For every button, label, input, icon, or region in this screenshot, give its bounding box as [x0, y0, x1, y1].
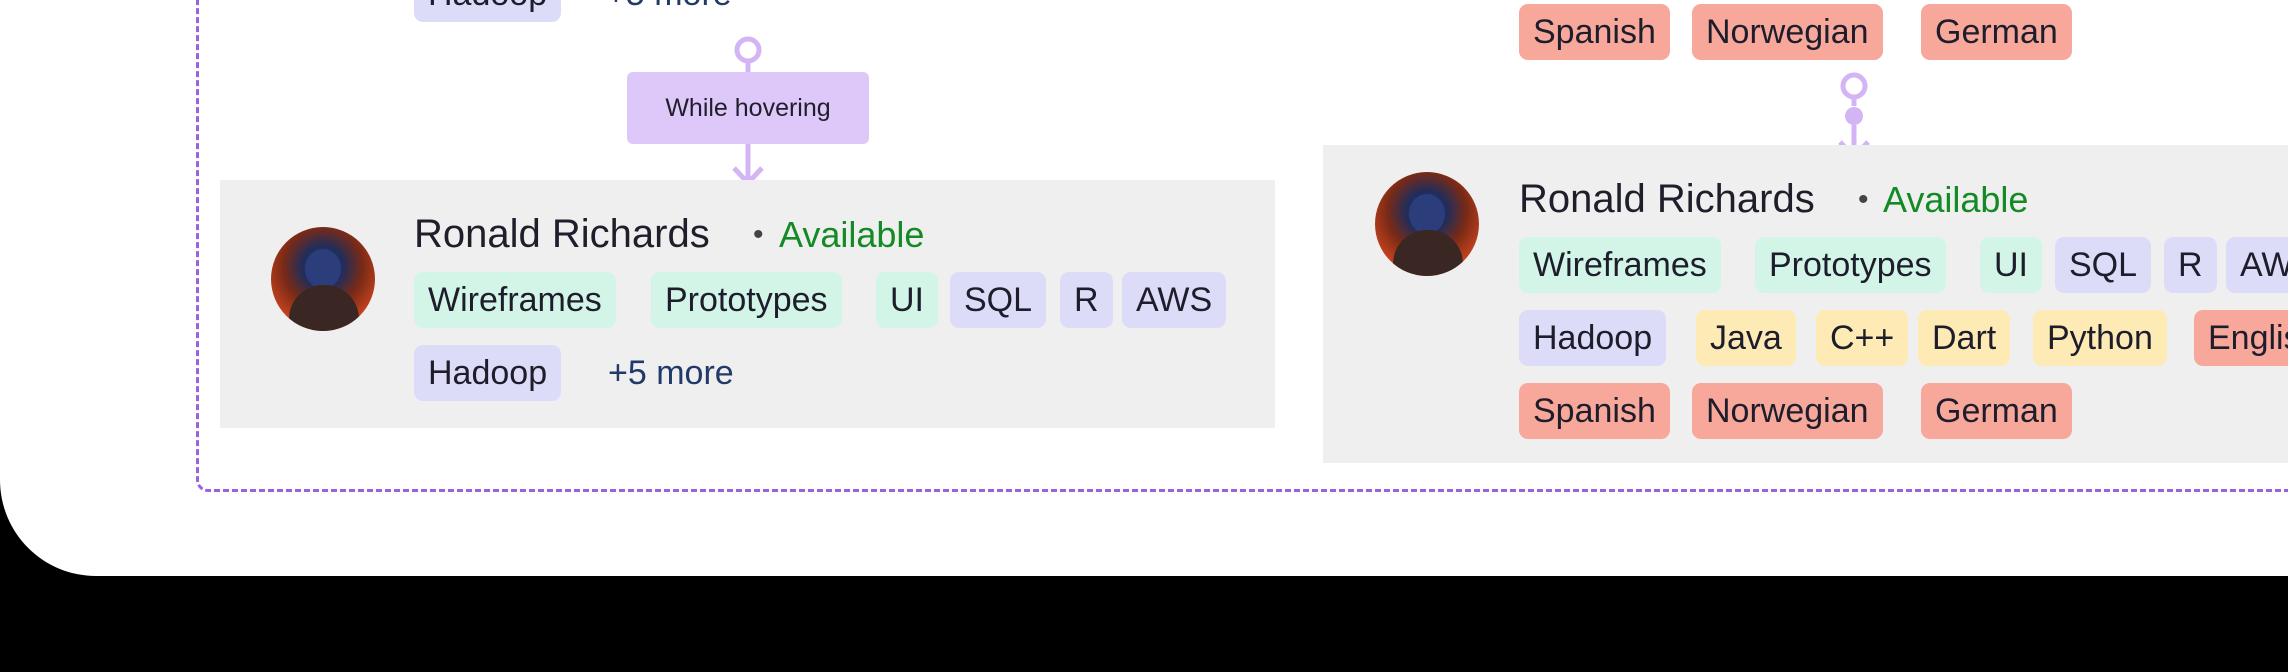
avatar-body [289, 285, 359, 331]
tag-english: English [2194, 310, 2288, 366]
avatar-head [1409, 194, 1445, 234]
tag-ui: UI [876, 272, 938, 328]
tag-hadoop: Hadoop [1519, 310, 1666, 366]
tag-python: Python [2033, 310, 2167, 366]
profile-name: Ronald Richards [1519, 177, 1815, 222]
tag-aws: AWS [2226, 237, 2288, 293]
tag-spanish: Spanish [1519, 383, 1670, 439]
tag-aws: AWS [1122, 272, 1226, 328]
more-tags-link[interactable]: +5 more [608, 345, 734, 401]
avatar [271, 227, 375, 331]
tag-java: Java [1696, 310, 1796, 366]
name-separator: • [753, 218, 764, 252]
avatar-body [1393, 230, 1463, 276]
design-canvas: Hadoop +5 more Spanish Norwegian German … [0, 0, 2288, 576]
tag-german: German [1921, 383, 2072, 439]
connector-start-dot [1843, 75, 1865, 97]
tag-r: R [1060, 272, 1113, 328]
while-hovering-label: While hovering [627, 72, 869, 144]
profile-name: Ronald Richards [414, 212, 710, 257]
tag-ui: UI [1980, 237, 2042, 293]
tag-spanish-partial: Spanish [1519, 4, 1670, 60]
tag-sql: SQL [2055, 237, 2151, 293]
avatar-head [305, 249, 341, 289]
tag-dart: Dart [1918, 310, 2010, 366]
profile-card-expanded[interactable]: Ronald Richards • Available Wireframes P… [1323, 145, 2288, 463]
tag-german-partial: German [1921, 4, 2072, 60]
connector-mid-dot [1845, 107, 1863, 125]
tag-hadoop-partial: Hadoop [414, 0, 561, 22]
tag-prototypes: Prototypes [1755, 237, 1946, 293]
connector-start-dot [737, 39, 759, 61]
tag-norwegian: Norwegian [1692, 383, 1883, 439]
tag-hadoop: Hadoop [414, 345, 561, 401]
tag-wireframes: Wireframes [1519, 237, 1721, 293]
tag-wireframes: Wireframes [414, 272, 616, 328]
tag-prototypes: Prototypes [651, 272, 842, 328]
profile-card-collapsed[interactable]: Ronald Richards • Available Wireframes P… [220, 180, 1275, 428]
more-tags-link-partial[interactable]: +5 more [606, 0, 732, 22]
name-separator: • [1858, 183, 1869, 217]
status-available: Available [1883, 179, 2028, 221]
status-available: Available [779, 214, 924, 256]
tag-cpp: C++ [1816, 310, 1908, 366]
avatar [1375, 172, 1479, 276]
tag-sql: SQL [950, 272, 1046, 328]
tag-norwegian-partial: Norwegian [1692, 4, 1883, 60]
tag-r: R [2164, 237, 2217, 293]
